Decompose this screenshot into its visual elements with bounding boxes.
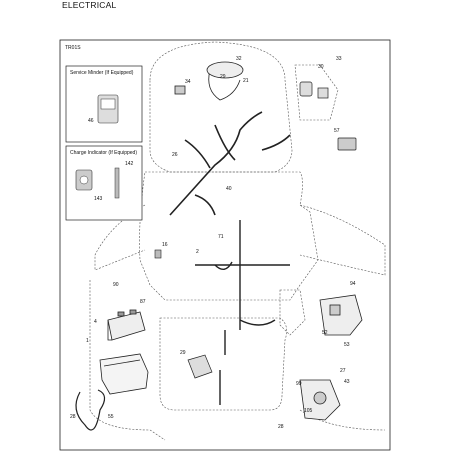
callout-94: 94 (350, 281, 356, 287)
switch-30 (299, 81, 329, 99)
charge-indicator-title: Charge Indicator (If Equipped) (70, 150, 137, 156)
service-minder-title: Service Minder (If Equipped) (70, 70, 134, 76)
callout-46: 46 (88, 118, 94, 124)
callout-29-top: 29 (220, 74, 226, 80)
callout-28-left: 28 (70, 414, 76, 420)
cable-28-left (75, 389, 106, 431)
callout-16: 16 (162, 242, 168, 248)
callout-2-mid: 2 (196, 249, 199, 255)
callout-52: 52 (322, 330, 328, 336)
module-29 (187, 354, 213, 379)
callout-1: 1 (86, 338, 89, 344)
callout-4: 4 (94, 319, 97, 325)
callout-32: 32 (236, 56, 242, 62)
battery (107, 309, 146, 341)
ignition-harness-top (174, 61, 244, 101)
callout-90: 90 (113, 282, 119, 288)
callout-143: 143 (94, 196, 103, 202)
page-header: ELECTRICAL (62, 0, 117, 10)
callout-40: 40 (226, 186, 232, 192)
diagram-frame (59, 39, 391, 451)
callout-55: 55 (108, 414, 114, 420)
callout-99: 99 (296, 381, 302, 387)
callout-53: 53 (344, 342, 350, 348)
callout-29: 29 (180, 350, 186, 356)
callout-34: 34 (185, 79, 191, 85)
switch-16 (154, 249, 162, 259)
callout-21: 21 (243, 78, 249, 84)
callout-57: 57 (334, 128, 340, 134)
callout-26: 26 (172, 152, 178, 158)
callout-105: 105 (304, 408, 313, 414)
callout-33: 33 (336, 56, 342, 62)
callout-30: 30 (318, 64, 324, 70)
callout-71: 71 (218, 234, 224, 240)
service-minder-inset: Service Minder (If Equipped) 46 (65, 65, 143, 143)
battery-tray (99, 353, 149, 395)
callout-43: 43 (344, 379, 350, 385)
charge-indicator-inset: Charge Indicator (If Equipped) 142 143 (65, 145, 143, 221)
callout-27: 27 (340, 368, 346, 374)
callout-28-right: 28 (278, 424, 284, 430)
callout-87: 87 (140, 299, 146, 305)
callout-142: 142 (125, 161, 134, 167)
engine-starter-group (299, 294, 363, 421)
relay-57 (337, 137, 357, 151)
diagram-code: TR01S (65, 45, 81, 51)
center-harness (195, 220, 290, 405)
main-wire-harness (169, 111, 291, 216)
